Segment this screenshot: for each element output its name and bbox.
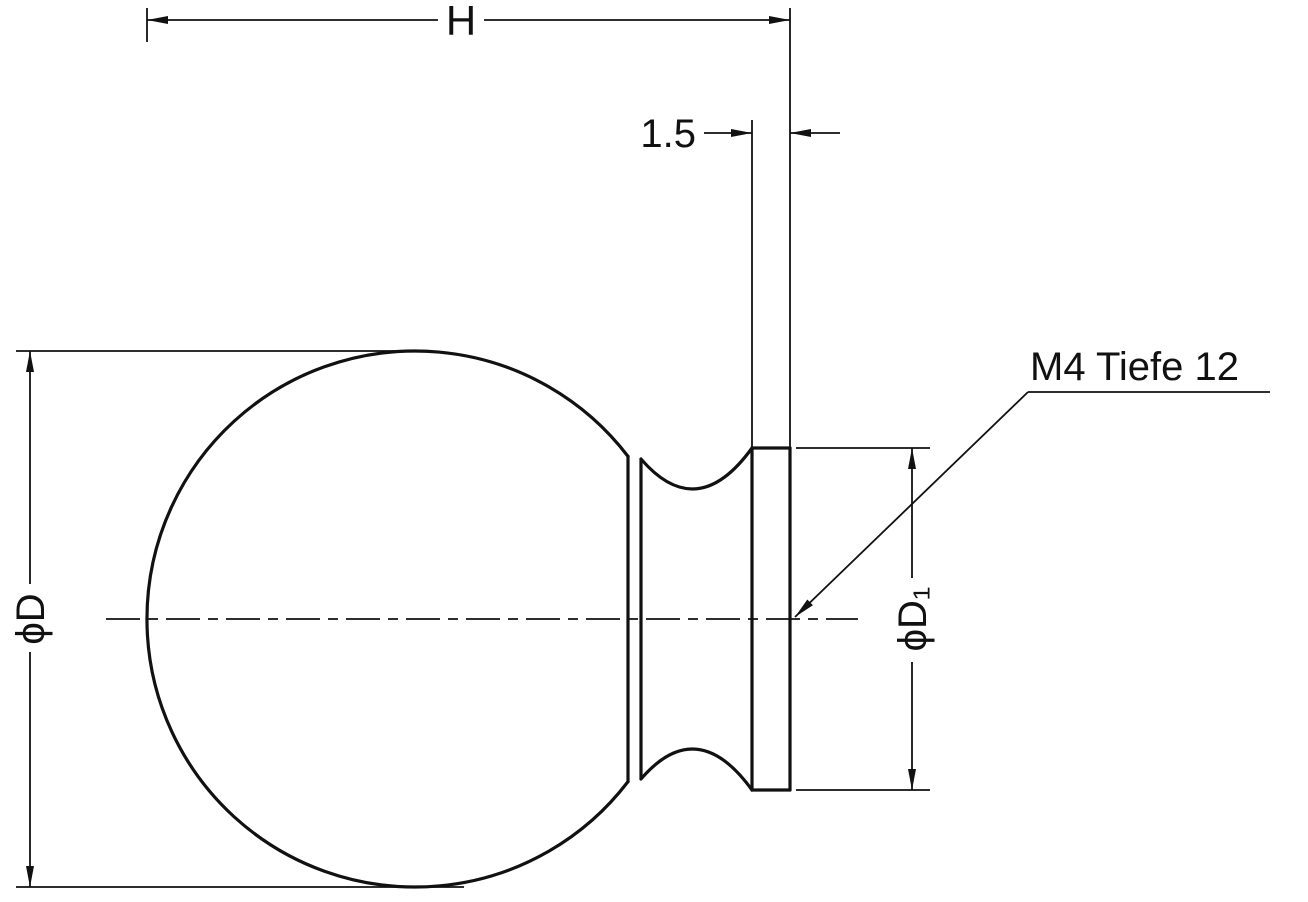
dimension-lines-group [16, 8, 1270, 888]
thread-note-leader [794, 391, 1029, 618]
dimension-label-thickness: 1.5 [640, 112, 696, 156]
dimension-label-base-diameter: ϕD₁ [891, 587, 935, 652]
dimension-label-ball-diameter: ϕD [9, 593, 53, 644]
dimension-label-h: H [446, 0, 476, 44]
dimension-labels-group: H 1.5 ϕD ϕD₁ M4 Tiefe 12 [9, 0, 1239, 651]
ball-outline [145, 349, 630, 889]
neck-curve-top [639, 446, 754, 491]
neck-curve-bottom [639, 747, 754, 792]
thread-note-label: M4 Tiefe 12 [1030, 345, 1239, 389]
